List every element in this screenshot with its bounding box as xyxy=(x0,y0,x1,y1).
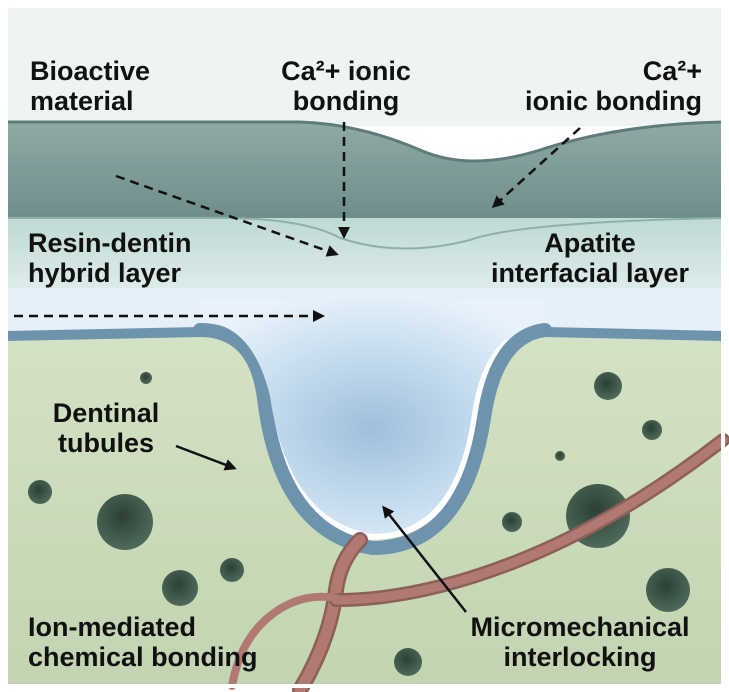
label-dentinal-tubules-line1: Dentinal xyxy=(36,398,176,428)
label-ca-ionic-right-line1: Ca²+ xyxy=(500,56,702,86)
label-micromechanical-line1: Micromechanical xyxy=(446,612,714,642)
label-micromechanical: Micromechanical interlocking xyxy=(446,612,714,672)
label-ion-mediated: Ion-mediated chemical bonding xyxy=(28,612,258,672)
label-micromechanical-line2: interlocking xyxy=(446,642,714,672)
label-bioactive-material: Bioactive material xyxy=(30,56,150,116)
label-resin-dentin-hybrid: Resin-dentin hybrid layer xyxy=(28,228,192,288)
label-ca-ionic-center: Ca²+ ionic bonding xyxy=(258,56,434,116)
label-bioactive-material-line2: material xyxy=(30,86,150,116)
label-resin-dentin-line1: Resin-dentin xyxy=(28,228,192,258)
label-ion-mediated-line2: chemical bonding xyxy=(28,642,258,672)
label-ca-ionic-center-line1: Ca²+ ionic xyxy=(258,56,434,86)
label-ca-ionic-right-line2: ionic bonding xyxy=(500,86,702,116)
label-ca-ionic-right: Ca²+ ionic bonding xyxy=(500,56,702,116)
label-resin-dentin-line2: hybrid layer xyxy=(28,258,192,288)
label-ca-ionic-center-line2: bonding xyxy=(258,86,434,116)
label-dentinal-tubules: Dentinal tubules xyxy=(36,398,176,458)
label-ion-mediated-line1: Ion-mediated xyxy=(28,612,258,642)
label-bioactive-material-line1: Bioactive xyxy=(30,56,150,86)
label-dentinal-tubules-line2: tubules xyxy=(36,428,176,458)
dentin-rim-right xyxy=(545,332,723,336)
dentin-rim-left xyxy=(6,332,200,336)
label-apatite-interfacial: Apatite interfacial layer xyxy=(468,228,712,288)
bioactive-layer xyxy=(6,122,723,218)
label-apatite-line2: interfacial layer xyxy=(468,258,712,288)
label-apatite-line1: Apatite xyxy=(468,228,712,258)
